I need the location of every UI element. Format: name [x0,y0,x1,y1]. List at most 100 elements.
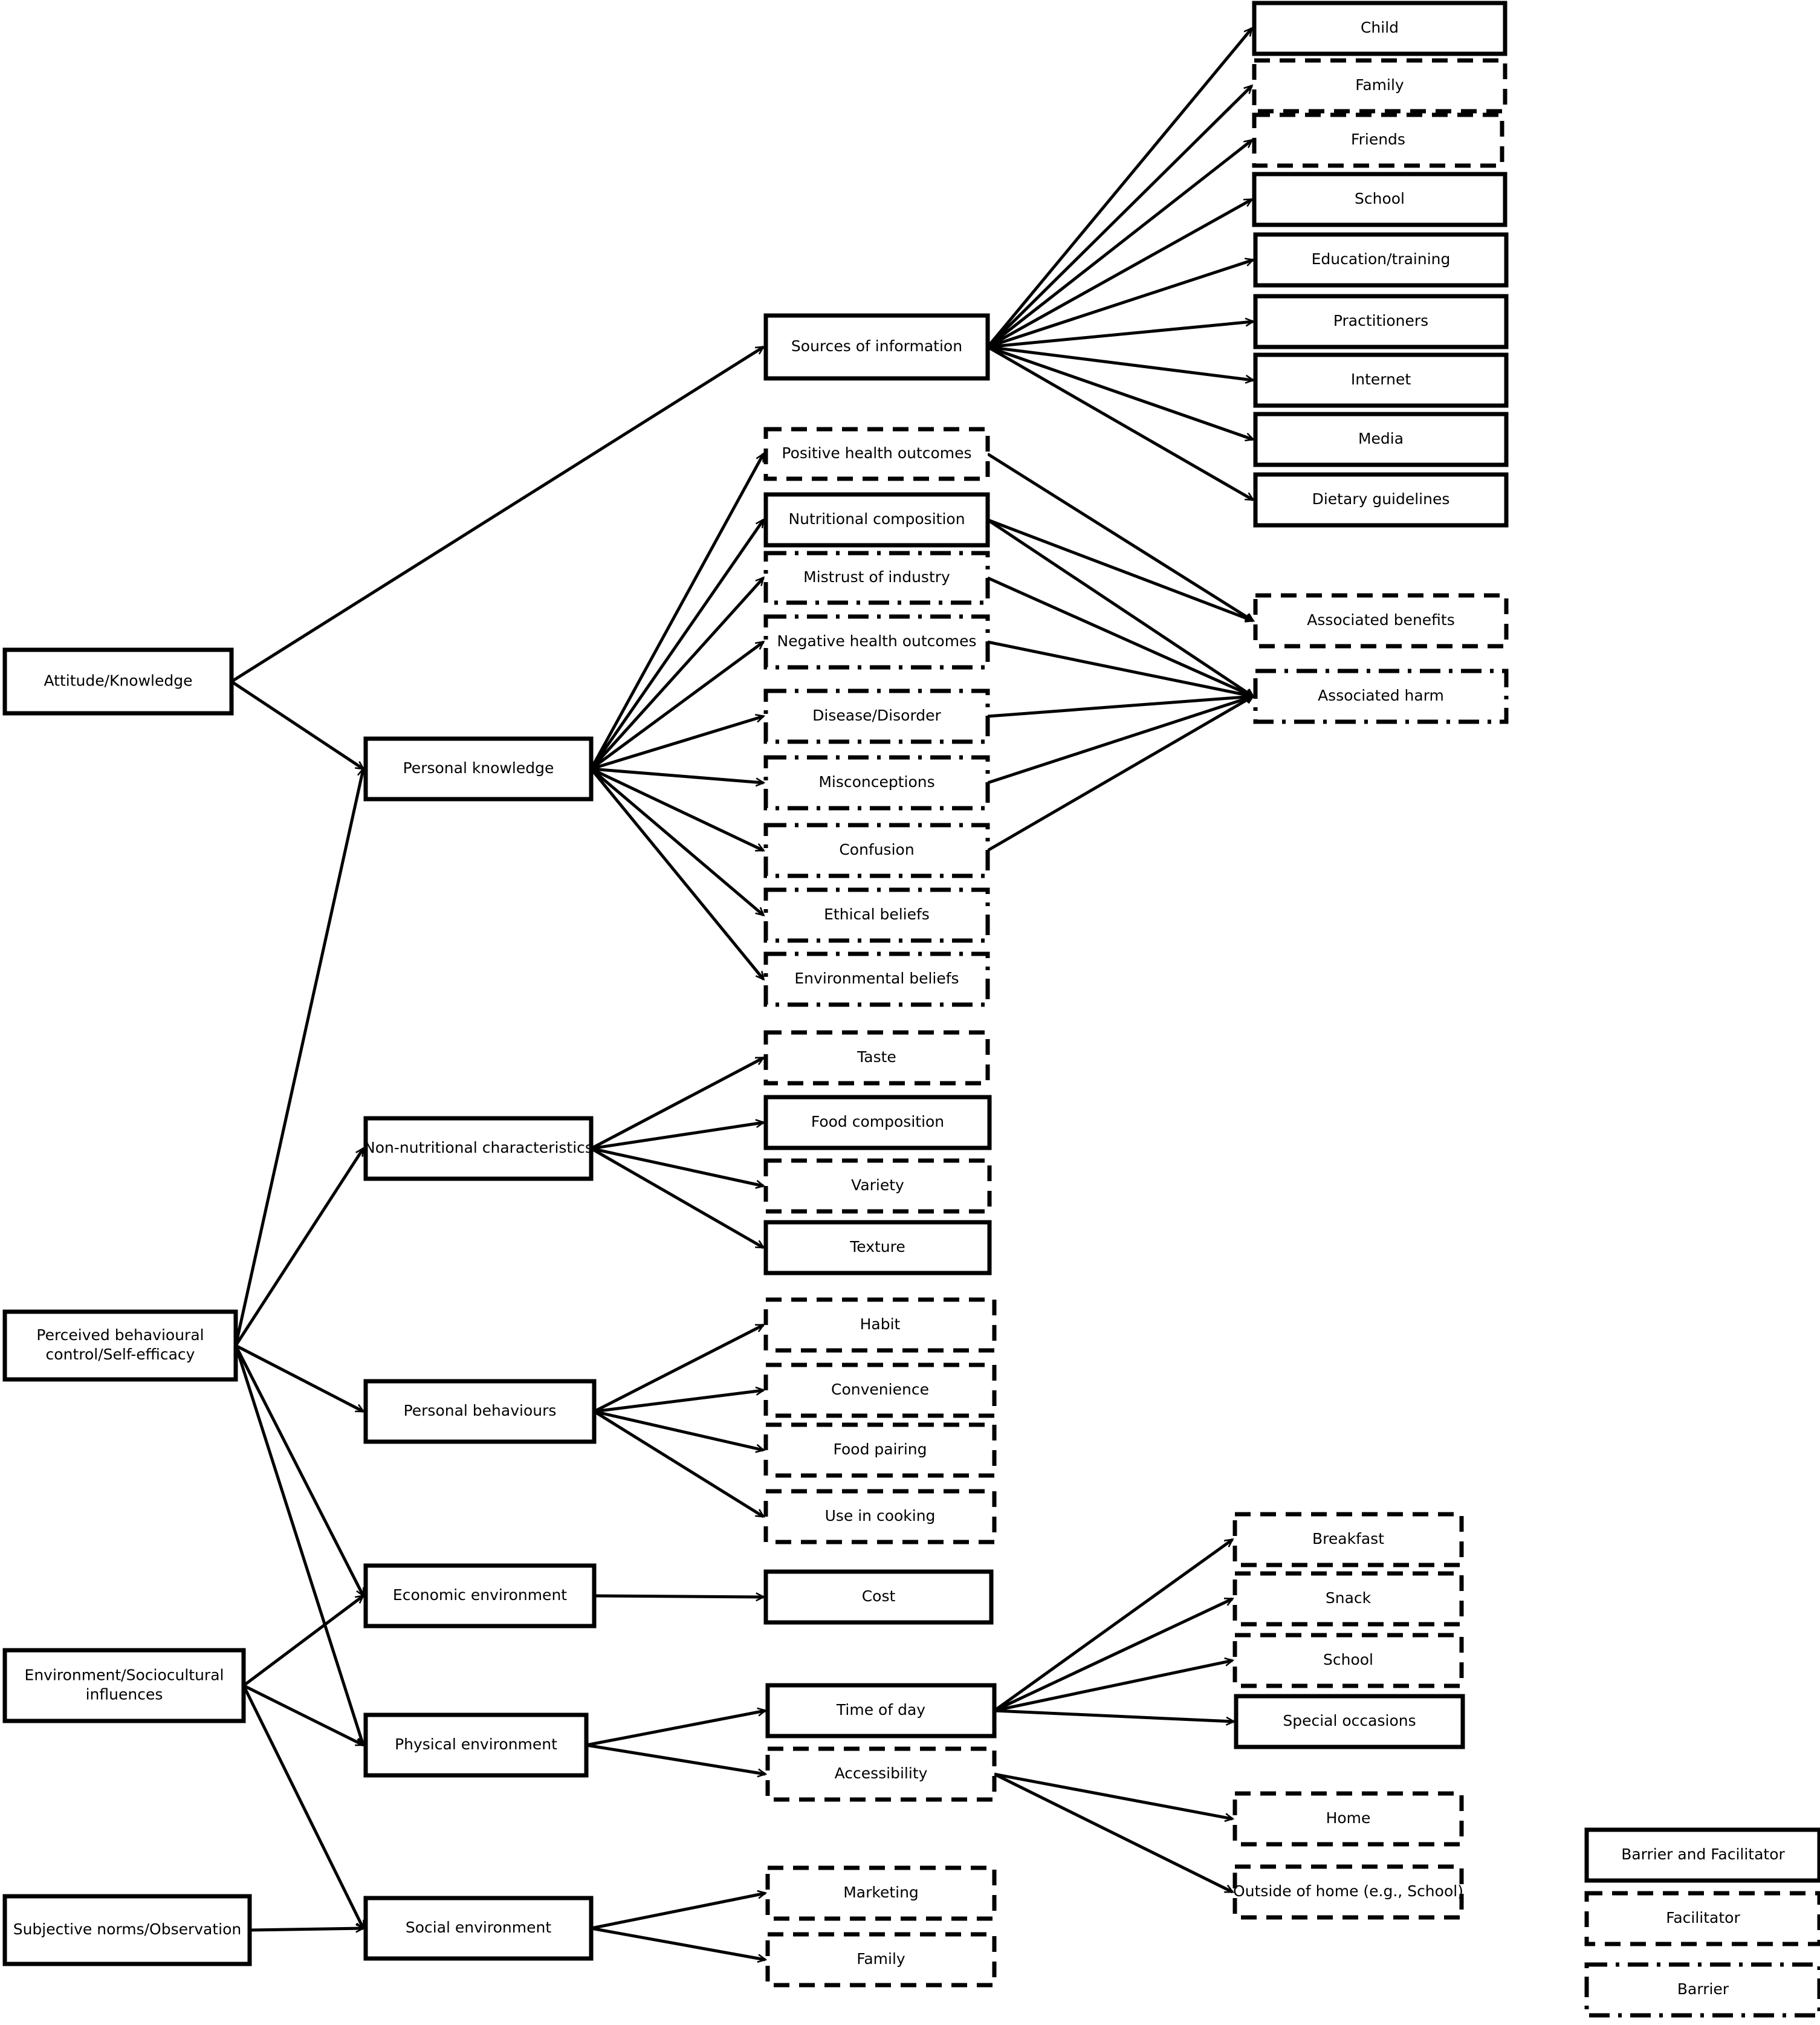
edge-sources-to-child [986,27,1254,348]
node-guidelines-label: Dietary guidelines [1312,490,1450,508]
node-food-comp: Food composition [763,1095,992,1150]
edge-time-of-day-to-breakfast [993,1538,1234,1712]
node-physical-env-border [363,1712,589,1778]
node-env-label: Environment/Sociocultural [25,1667,224,1684]
node-school-time-label: School [1323,1651,1373,1668]
node-assoc-harm-border [1253,669,1509,724]
node-taste-label: Taste [857,1048,896,1066]
edge-non-nutritional-to-taste [590,1056,765,1150]
node-economic-env-label: Economic environment [393,1586,567,1604]
node-assoc-benefits-label: Associated benefits [1307,611,1455,629]
edge-sources-to-practitioners [987,317,1255,349]
edge-pbc-to-physical-env [234,1345,366,1748]
node-non-nutritional-label: Non-nutritional characteristics [364,1139,593,1156]
node-assoc-benefits-border [1253,593,1509,649]
node-cooking-label: Use in cooking [825,1507,936,1524]
node-guidelines-border [1253,472,1509,528]
node-economic-env: Economic environment [363,1563,597,1628]
node-neg-health-label: Negative health outcomes [777,632,977,650]
node-home-label: Home [1326,1809,1371,1827]
node-outside-home-border [1232,1864,1464,1920]
node-neg-health-border [763,614,990,670]
node-sources-label: Sources of information [791,337,962,355]
node-texture: Texture [763,1220,992,1275]
node-marketing: Marketing [765,1865,997,1921]
edge-subj-to-social-env [249,1923,366,1933]
node-family-src-label: Family [1355,76,1404,94]
node-habit-label: Habit [860,1315,901,1333]
edge-sources-to-friends [986,138,1254,348]
edge-personal-knowledge-to-environmental [590,768,765,981]
node-friends: Friends [1252,112,1504,168]
node-misconceptions: Misconceptions [763,755,990,811]
node-accessibility: Accessibility [765,1746,997,1802]
node-attitude: Attitude/Knowledge [2,647,234,716]
node-home-border [1232,1791,1464,1847]
node-breakfast-label: Breakfast [1312,1530,1384,1547]
edge-pbc-to-non-nutritional [234,1147,365,1347]
edge-personal-knowledge-to-ethical [590,768,765,917]
node-ethical-border [763,887,990,943]
edge-accessibility-to-outside-home [993,1772,1235,1894]
edge-env-to-social-env [242,1685,365,1930]
edge-mistrust-to-assoc-harm [986,576,1255,698]
node-practitioners: Practitioners [1253,294,1509,349]
node-cost-border [763,1569,994,1625]
node-misconceptions-border [763,755,990,811]
node-convenience-label: Convenience [831,1381,929,1398]
edge-personal-knowledge-to-mistrust [590,576,765,770]
node-outside-home-label: Outside of home (e.g., School) [1233,1882,1463,1900]
node-nutr-comp-border [763,492,990,548]
node-food-comp-label: Food composition [811,1113,944,1130]
node-variety-border [763,1158,992,1214]
edge-sources-to-media [987,345,1255,442]
edge-time-of-day-to-snack [993,1597,1234,1712]
node-nutr-comp: Nutritional composition [763,492,990,548]
node-marketing-border [765,1865,997,1921]
edge-misconceptions-to-assoc-harm [987,694,1255,785]
node-personal-behaviours-label: Personal behaviours [404,1402,557,1419]
node-env-label: influences [86,1686,163,1703]
node-confusion-label: Confusion [839,841,914,858]
node-nutr-comp-label: Nutritional composition [788,510,965,528]
node-food-pairing: Food pairing [763,1422,997,1478]
legend-item-solid-label: Barrier and Facilitator [1621,1845,1785,1863]
node-family-social-label: Family [857,1950,905,1968]
node-school-time-border [1232,1633,1464,1688]
node-disease-border [763,688,990,744]
node-physical-env: Physical environment [363,1712,589,1778]
node-personal-knowledge-label: Personal knowledge [403,759,554,777]
node-time-of-day-label: Time of day [836,1701,925,1719]
node-confusion-border [763,823,990,878]
edge-personal-behaviours-to-convenience [594,1386,766,1413]
edge-social-env-to-marketing [591,1890,768,1930]
edge-disease-to-assoc-harm [987,692,1255,718]
edge-confusion-to-assoc-harm [986,695,1255,852]
node-school-src-border [1252,172,1507,227]
node-taste-border [763,1030,990,1086]
node-convenience-border [763,1362,997,1418]
edge-time-of-day-to-school-time [994,1657,1235,1712]
edge-env-to-physical-env [242,1684,366,1747]
legend-item-solid-border [1584,1827,1820,1883]
legend-item-dashdot: Barrier [1584,1962,1820,2018]
node-variety: Variety [763,1158,992,1214]
node-child-border [1252,1,1507,56]
edge-nutr-comp-to-assoc-harm [986,518,1255,698]
edge-personal-knowledge-to-misconceptions [591,767,766,787]
node-snack-border [1232,1571,1464,1627]
node-cost: Cost [763,1569,994,1625]
edge-accessibility-to-home [994,1772,1235,1822]
node-breakfast: Breakfast [1232,1512,1464,1567]
node-pos-health-label: Positive health outcomes [782,444,971,462]
node-family-src-border [1252,58,1507,114]
node-special: Special occasions [1234,1694,1465,1749]
node-non-nutritional: Non-nutritional characteristics [363,1116,594,1181]
node-family-social-border [765,1932,997,1988]
node-pbc-label: Perceived behavioural [36,1326,204,1344]
node-assoc-benefits: Associated benefits [1253,593,1509,649]
edge-sources-to-guidelines [986,345,1255,502]
node-accessibility-border [765,1746,997,1802]
